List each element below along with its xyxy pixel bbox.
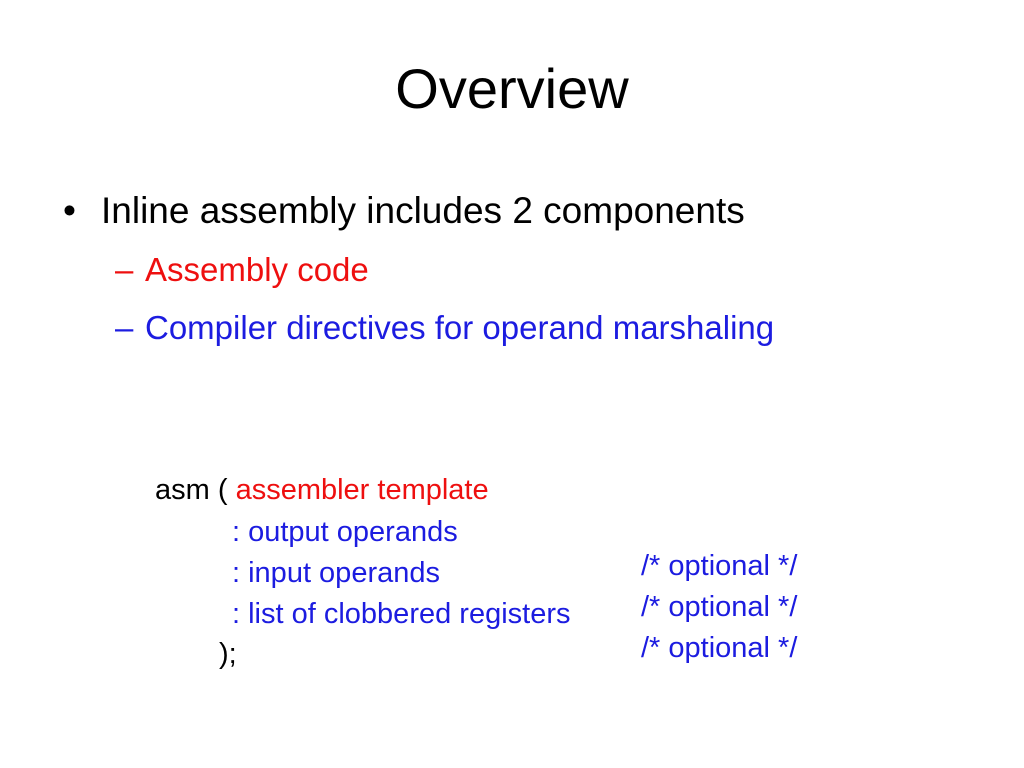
code-text-clobbered-registers: : list of clobbered registers	[232, 598, 571, 631]
bullet-item-main: • Inline assembly includes 2 components	[63, 190, 745, 231]
dash-marker: –	[115, 309, 134, 346]
code-line-closing: );	[0, 605, 1024, 670]
code-text-input-operands: : input operands	[232, 557, 440, 590]
bullet-marker: •	[63, 190, 76, 231]
code-comment-optional: /* optional */	[641, 549, 798, 582]
bullet-text-main: Inline assembly includes 2 components	[101, 190, 745, 231]
sub-bullet-text-compiler-directives: Compiler directives for operand marshali…	[145, 309, 775, 346]
sub-bullet-assembly-code: – Assembly code	[115, 251, 369, 289]
code-line-output-operands: : output operands /* optional */	[0, 483, 1024, 581]
code-comment-optional: /* optional */	[641, 590, 798, 623]
asm-open-text: asm (	[155, 474, 236, 507]
code-text-output-operands: : output operands	[232, 516, 458, 549]
code-comment-optional: /* optional */	[641, 631, 798, 664]
code-line-asm-open: asm ( assembler template	[0, 441, 1024, 506]
asm-keyword: asm ( assembler template	[155, 474, 489, 507]
sub-bullet-compiler-directives: – Compiler directives for operand marsha…	[115, 309, 775, 347]
dash-marker: –	[115, 251, 134, 288]
sub-bullet-text-assembly-code: Assembly code	[145, 251, 369, 288]
code-line-clobbered-registers: : list of clobbered registers /* optiona…	[0, 565, 1024, 663]
assembler-template-text: assembler template	[235, 474, 489, 507]
slide-title: Overview	[395, 57, 629, 120]
code-closing-paren: );	[219, 638, 237, 671]
code-line-input-operands: : input operands /* optional */	[0, 524, 1024, 622]
